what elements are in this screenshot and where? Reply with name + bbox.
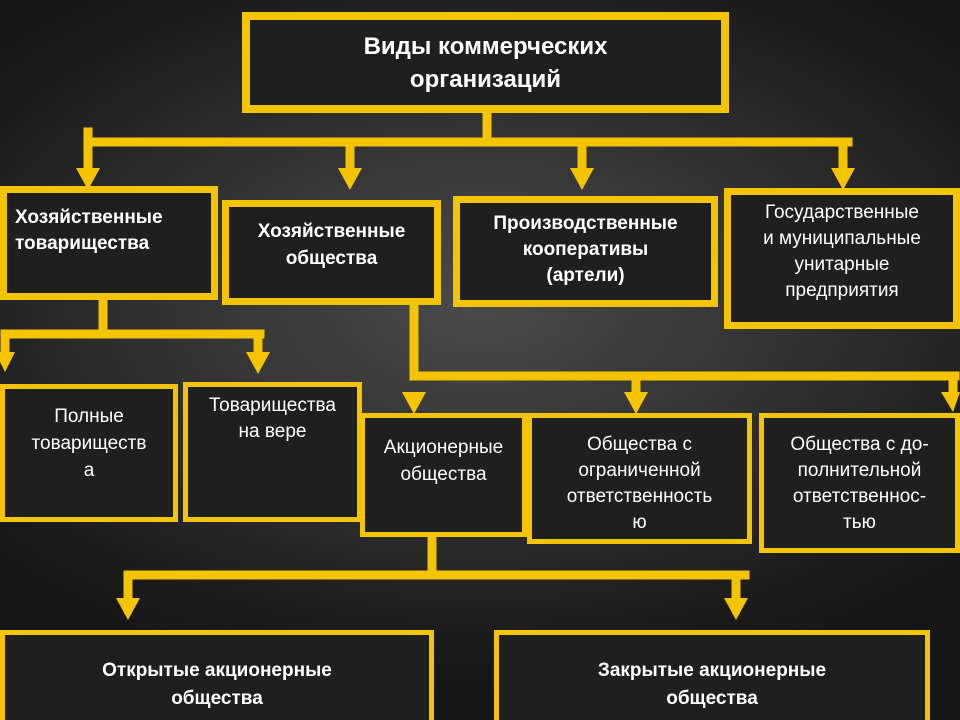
node-unitary-enterprises-label: Государственные и муниципальные унитарны…: [763, 202, 921, 301]
node-open-jsc-label: Открытые акционерные общества: [102, 660, 332, 709]
node-economic-partnerships-label: Хозяйственные товарищества: [15, 207, 163, 254]
node-joint-stock-companies: Акционерные общества: [360, 413, 527, 537]
node-additional-liability-label: Общества с до- полнительной ответственно…: [790, 434, 929, 533]
node-llc: Общества с ограниченной ответственность …: [527, 413, 752, 544]
node-economic-companies: Хозяйственные общества: [222, 200, 441, 305]
node-limited-partnerships: Товарищества на вере: [183, 382, 362, 522]
node-closed-jsc-label: Закрытые акционерные общества: [597, 660, 827, 709]
root-label: Виды коммерческих организаций: [363, 32, 608, 93]
node-economic-companies-label: Хозяйственные общества: [257, 221, 406, 269]
node-unitary-enterprises: Государственные и муниципальные унитарны…: [724, 188, 960, 329]
node-additional-liability: Общества с до- полнительной ответственно…: [759, 413, 960, 553]
root-node: Виды коммерческих организаций: [242, 12, 729, 113]
node-open-jsc: Открытые акционерные общества: [0, 630, 434, 720]
node-cooperatives: Производственные кооперативы (артели): [453, 196, 718, 307]
node-economic-partnerships: Хозяйственные товарищества: [0, 186, 218, 300]
node-closed-jsc: Закрытые акционерные общества: [494, 630, 930, 720]
node-joint-stock-companies-label: Акционерные общества: [383, 437, 504, 485]
node-cooperatives-label: Производственные кооперативы (артели): [493, 213, 678, 286]
node-general-partnerships-label: Полные товариществ а: [31, 406, 147, 481]
node-general-partnerships: Полные товариществ а: [0, 384, 178, 522]
node-llc-label: Общества с ограниченной ответственность …: [566, 434, 713, 533]
node-limited-partnerships-label: Товарищества на вере: [209, 395, 336, 442]
